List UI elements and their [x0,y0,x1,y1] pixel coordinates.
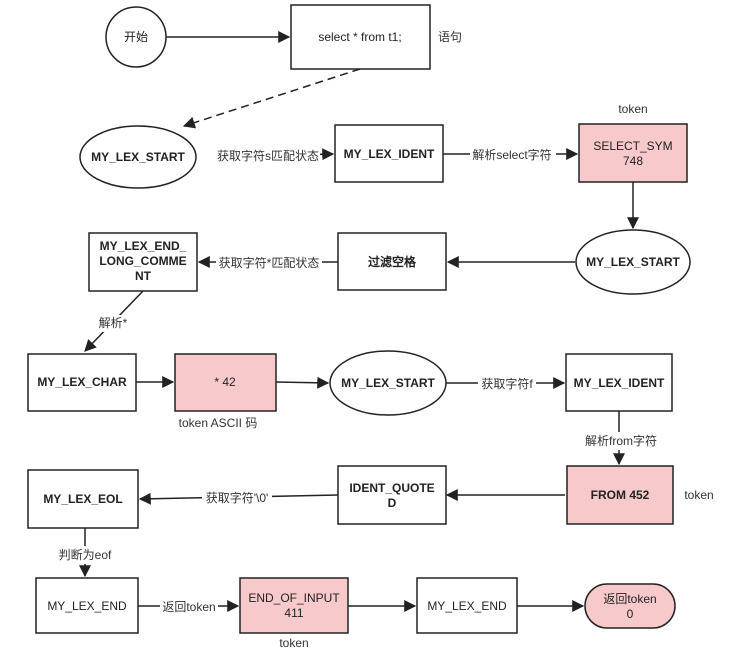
node-lex-char: MY_LEX_CHAR [27,353,137,412]
node-lex-end-1: MY_LEX_END [35,577,139,634]
node-from-token: FROM 452 [566,465,674,525]
annotation-token-end: token [279,636,308,650]
node-end-of-input-label-1: END_OF_INPUT [248,591,340,605]
edge-label-parse-star: 解析* [99,316,128,330]
node-ident-quoted: IDENT_QUOTE D [337,465,447,525]
edge-labels: 获取字符s匹配状态 解析select字符 获取字符*匹配状态 解析* 获取字符f… [55,146,661,616]
node-ident-quoted-label-1: IDENT_QUOTE [349,481,434,495]
node-lex-ident-2: MY_LEX_IDENT [565,353,673,412]
node-return-token: 返回token 0 [584,583,676,629]
annotation-statement-note: 语句 [438,30,462,44]
node-lex-start-2: MY_LEX_START [575,229,691,295]
node-start: 开始 [105,6,167,68]
annotation-token-from: token [684,488,713,502]
node-lex-eol: MY_LEX_EOL [27,469,139,529]
node-skip-space-label: 过滤空格 [368,254,417,269]
edge-label-is-eof: 判断为eof [59,547,112,562]
node-long-comment-label-3: NT [135,269,152,283]
node-lex-eol-label: MY_LEX_EOL [43,492,122,506]
node-lex-end-1-label: MY_LEX_END [47,599,127,613]
node-statement-label: select * from t1; [318,30,401,44]
node-long-comment-label-2: LONG_COMME [99,254,186,268]
annotation-token-select: token [618,102,647,116]
node-lex-ident-2-label: MY_LEX_IDENT [574,376,665,390]
node-select-sym: SELECT_SYM 748 [578,123,688,183]
node-long-comment-label-1: MY_LEX_END_ [100,239,187,253]
edge-label-get-null: 获取字符'\0' [206,490,269,505]
node-lex-end-2: MY_LEX_END [416,577,518,634]
node-lex-end-2-label: MY_LEX_END [427,599,507,613]
node-end-of-input-label-2: 411 [284,606,303,620]
node-lex-start-3-label: MY_LEX_START [341,376,435,390]
node-return-token-label-1: 返回token [603,592,656,606]
node-lex-start-1-label: MY_LEX_START [91,150,185,164]
annotations: 语句 token token ASCII 码 token token [179,30,714,650]
node-end-of-input: END_OF_INPUT 411 [239,577,349,634]
nodes: 开始 select * from t1; MY_LEX_START MY_LEX… [27,4,691,634]
node-from-token-label: FROM 452 [591,488,650,502]
node-lex-start-3: MY_LEX_START [329,350,447,416]
node-long-comment: MY_LEX_END_ LONG_COMME NT [88,232,198,292]
edge-label-return-token: 返回token [162,600,215,614]
node-select-sym-label-1: SELECT_SYM [593,139,672,153]
annotation-token-ascii: token ASCII 码 [179,416,258,430]
node-skip-space: 过滤空格 [337,232,447,291]
node-lex-char-label: MY_LEX_CHAR [37,375,127,389]
node-star-token-label: * 42 [214,375,236,389]
node-lex-start-2-label: MY_LEX_START [586,255,680,269]
node-start-label: 开始 [124,30,148,44]
node-select-sym-label-2: 748 [623,154,643,168]
edge-star-token-to-lex-start-3 [275,376,330,389]
node-star-token: * 42 [174,353,277,412]
edge-label-parse-select: 解析select字符 [472,147,551,162]
node-statement: select * from t1; [290,4,431,70]
node-lex-start-1: MY_LEX_START [79,125,197,189]
node-lex-ident-1: MY_LEX_IDENT [334,124,444,183]
edge-label-parse-from: 解析from字符 [585,433,657,448]
edge-label-get-f: 获取字符f [481,376,533,391]
node-lex-ident-1-label: MY_LEX_IDENT [344,147,435,161]
node-return-token-label-2: 0 [627,607,634,621]
edge-stmt-to-lex-start-1 [182,68,361,129]
edge-label-get-s: 获取字符s匹配状态 [217,148,319,163]
edge-label-get-star: 获取字符*匹配状态 [219,255,320,270]
node-ident-quoted-label-2: D [388,496,397,510]
